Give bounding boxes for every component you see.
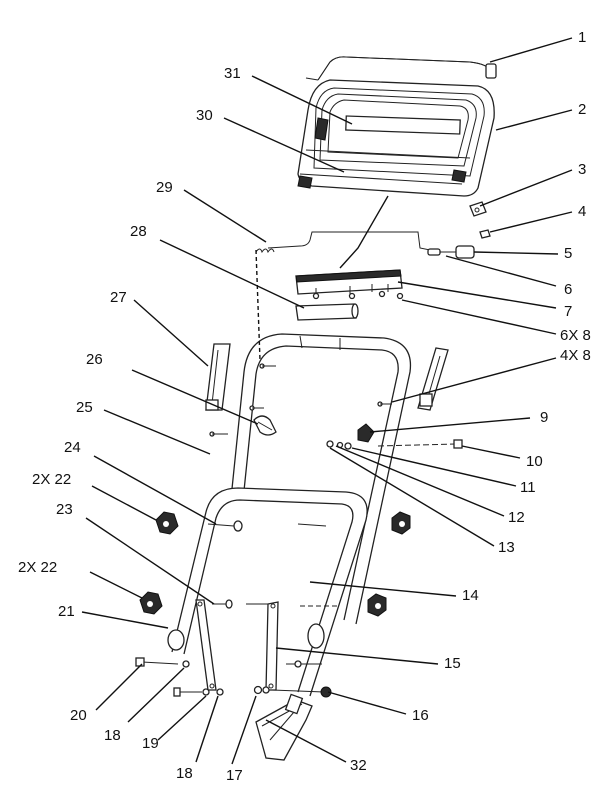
- callout-labels: 1 2 3 4 5 6 7 6X 8 4X 8 9 10 11 12 13 14…: [18, 29, 591, 784]
- part-knob-22-upper: [155, 511, 179, 535]
- part-side-trim-right: [417, 347, 449, 411]
- part-screws-6x8: [312, 290, 404, 300]
- part-bolt-16: [271, 660, 332, 698]
- part-knob-9: [357, 423, 375, 443]
- part-clip-26: [253, 415, 277, 436]
- part-screws-4x8: [209, 363, 392, 437]
- callout-6: 6: [564, 281, 572, 298]
- callout-13: 13: [498, 539, 515, 556]
- callout-2x22-upper: 2X 22: [32, 471, 71, 488]
- part-bolt-19-lower: [173, 687, 202, 697]
- part-nut-12-13: [326, 440, 344, 449]
- callout-28: 28: [130, 223, 147, 240]
- part-tube-28: [295, 303, 359, 321]
- part-knob-22-upper-right: [391, 511, 411, 535]
- part-washer-11: [344, 442, 352, 450]
- callout-17: 17: [226, 767, 243, 784]
- part-side-trim-left: [205, 343, 231, 411]
- callout-15: 15: [444, 655, 461, 672]
- callout-29: 29: [156, 179, 173, 196]
- part-screw-4: [479, 229, 491, 239]
- part-bolt-24: [207, 520, 327, 532]
- callout-1: 1: [578, 29, 586, 46]
- part-knob-22-lower: [139, 591, 163, 615]
- callout-32: 32: [350, 757, 367, 774]
- callout-3: 3: [578, 161, 586, 178]
- callout-20: 20: [70, 707, 87, 724]
- callout-18-lower: 18: [176, 765, 193, 782]
- part-mount-bracket-32: [255, 693, 313, 761]
- callout-4: 4: [578, 203, 586, 220]
- part-knob-22-lower-right: [367, 593, 387, 617]
- callout-14: 14: [462, 587, 479, 604]
- callout-26: 26: [86, 351, 103, 368]
- part-bolt-10: [377, 439, 463, 449]
- part-bolt-23: [212, 599, 340, 609]
- callout-6x8: 6X 8: [560, 327, 591, 344]
- part-lever-bar-7: [295, 269, 403, 295]
- callout-21: 21: [58, 603, 75, 620]
- callout-7: 7: [564, 303, 572, 320]
- callout-5: 5: [564, 245, 572, 262]
- callout-16: 16: [412, 707, 429, 724]
- callout-27: 27: [110, 289, 127, 306]
- callout-30: 30: [196, 107, 213, 124]
- part-bolt-20: [135, 657, 179, 667]
- callout-19: 19: [142, 735, 159, 752]
- part-link-15: [265, 601, 279, 691]
- callout-9: 9: [540, 409, 548, 426]
- leader-lines: [81, 37, 573, 765]
- callout-23: 23: [56, 501, 73, 518]
- callout-2: 2: [578, 101, 586, 118]
- callout-11: 11: [520, 479, 536, 496]
- callout-31: 31: [224, 65, 241, 82]
- callout-12: 12: [508, 509, 525, 526]
- callout-24: 24: [64, 439, 81, 456]
- callout-4x8: 4X 8: [560, 347, 591, 364]
- part-washer-17: [253, 685, 270, 695]
- part-nuts-18: [182, 660, 224, 696]
- part-link-19: [195, 599, 217, 691]
- callout-10: 10: [526, 453, 543, 470]
- callout-2x22-lower: 2X 22: [18, 559, 57, 576]
- callout-18-upper: 18: [104, 727, 121, 744]
- callout-25: 25: [76, 399, 93, 416]
- part-lower-handle: [167, 487, 368, 697]
- part-console-housing: [297, 79, 495, 197]
- part-bail-bar: [305, 56, 497, 81]
